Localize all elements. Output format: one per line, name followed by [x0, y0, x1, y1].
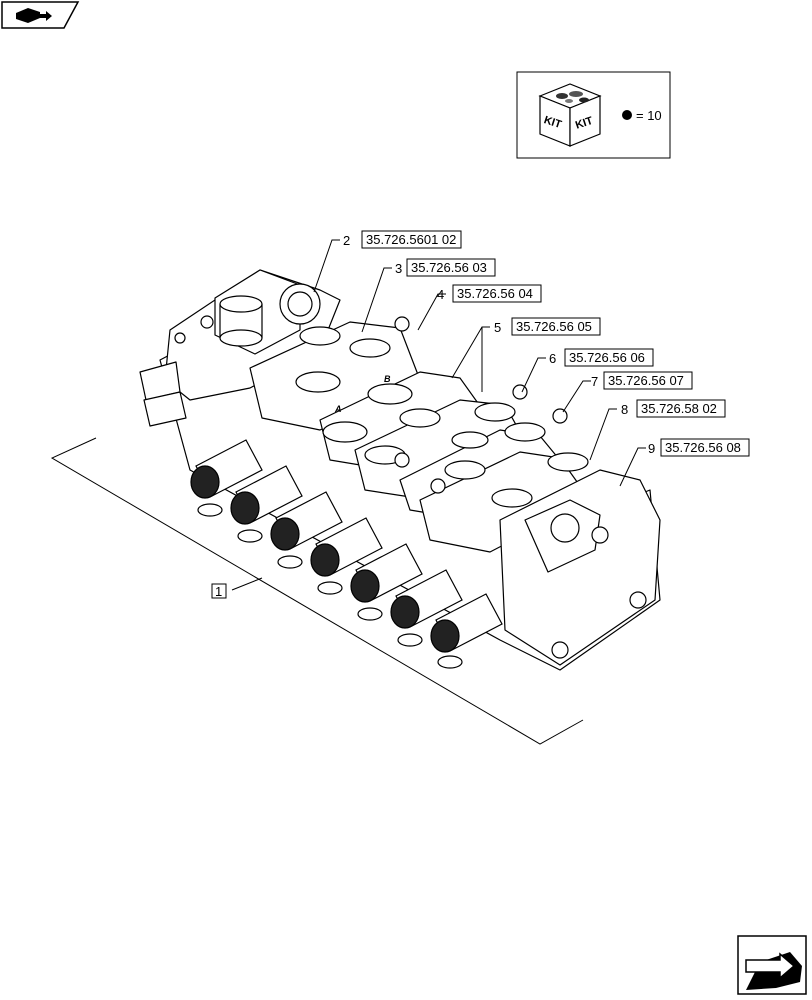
spool-actuator — [390, 569, 463, 647]
callout-reference[interactable]: 35.726.58 02 — [641, 401, 717, 416]
callout-reference[interactable]: 35.726.5601 02 — [366, 232, 456, 247]
spool-actuator — [430, 593, 503, 669]
callout-reference[interactable]: 35.726.56 06 — [569, 350, 645, 365]
callout-reference[interactable]: 35.726.56 08 — [665, 440, 741, 455]
port-label-b: B — [384, 374, 391, 384]
assembly-bracket — [50, 437, 584, 745]
callout-reference[interactable]: 35.726.56 07 — [608, 373, 684, 388]
callout-number: 8 — [621, 402, 628, 417]
callout-4: 4 35.726.56 04 — [437, 284, 542, 303]
kit-cube-icon — [538, 83, 602, 147]
kit-label-right: KIT — [574, 115, 595, 132]
callout-reference[interactable]: 35.726.56 05 — [516, 319, 592, 334]
callout-8: 8 35.726.58 02 — [621, 399, 726, 418]
spool-actuator — [310, 517, 383, 595]
callout-number: 6 — [549, 351, 556, 366]
nav-tab-icon[interactable] — [1, 1, 80, 29]
callout-reference[interactable]: 35.726.56 04 — [457, 286, 533, 301]
callout-number: 3 — [395, 261, 402, 276]
callout-number: 9 — [648, 441, 655, 456]
spool-actuator — [270, 491, 343, 569]
port-label-a: A — [334, 404, 342, 414]
next-page-icon[interactable] — [737, 935, 807, 995]
callout-2: 2 35.726.5601 02 — [343, 230, 462, 249]
callout-6: 6 35.726.56 06 — [549, 348, 654, 367]
callout-leaders — [313, 239, 646, 487]
valve-block — [139, 269, 661, 671]
callout-9: 9 35.726.56 08 — [648, 438, 750, 457]
callout-3: 3 35.726.56 03 — [395, 258, 496, 277]
spool-actuator — [350, 543, 423, 621]
callout-number: 7 — [591, 374, 598, 389]
spool-actuator — [230, 465, 303, 543]
spool-actuator — [190, 439, 263, 517]
callout-number: 5 — [494, 320, 501, 335]
callout-5: 5 35.726.56 05 — [494, 317, 601, 336]
callout-7: 7 35.726.56 07 — [591, 371, 693, 390]
dot-legend-text: = 10 — [636, 108, 662, 123]
spool-actuators — [190, 439, 503, 669]
assembly-label: 1 — [215, 584, 222, 599]
legend-dot-icon — [622, 110, 632, 120]
kit-legend-box: KIT KIT = 10 — [516, 71, 671, 159]
callout-reference[interactable]: 35.726.56 03 — [411, 260, 487, 275]
callout-number: 4 — [437, 287, 444, 302]
kit-label-left: KIT — [542, 114, 563, 131]
callout-number: 2 — [343, 233, 350, 248]
